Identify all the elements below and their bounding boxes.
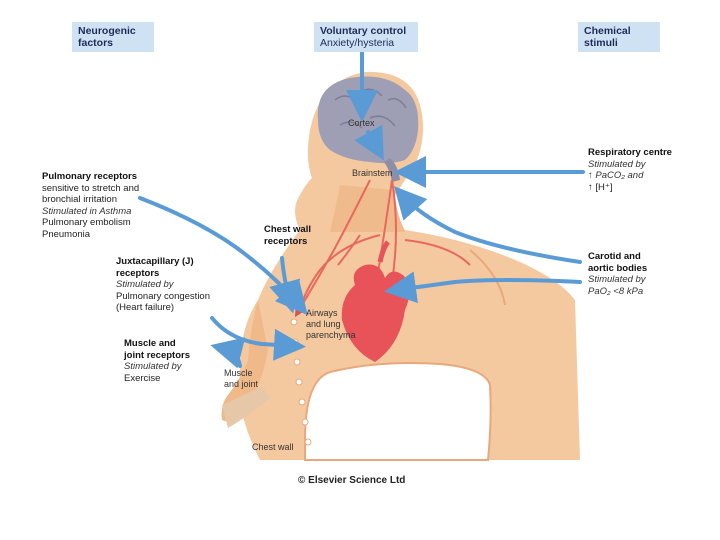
carotid-title-2: aortic bodies — [588, 262, 648, 274]
muscle-anat-line-2: and joint — [224, 379, 259, 389]
stimulus-arrows — [138, 43, 585, 369]
chemical-line-1: Chemical — [584, 25, 631, 37]
juxtacapillary-label: Juxtacapillary (J) receptors Stimulated … — [116, 256, 210, 314]
juxta-stim: Stimulated by — [116, 279, 174, 290]
carotid-upper-arrow — [393, 186, 582, 264]
copyright-notice: © Elsevier Science Ltd — [298, 475, 406, 486]
brainstem-label: Brainstem — [352, 168, 393, 178]
muscle-title-1: Muscle and — [124, 338, 176, 349]
muscle-joint-receptors-label: Muscle and joint receptors Stimulated by… — [124, 338, 190, 384]
resp-line-1: ↑ PaCO₂ and — [588, 170, 644, 181]
muscle-anat-line-1: Muscle — [224, 368, 253, 378]
airways-label: Airways and lung parenchyma — [306, 308, 356, 341]
pulmonary-stim: Stimulated in Asthma — [42, 205, 132, 217]
carotid-title-1: Carotid and — [588, 251, 641, 262]
resp-title: Respiratory centre — [588, 147, 672, 158]
neurogenic-line-1: Neurogenic — [78, 25, 136, 37]
chest-wall-line-1: Chest wall — [264, 224, 311, 235]
voluntary-line-1: Voluntary control — [320, 25, 407, 37]
pulmonary-desc-2: bronchial irritation — [42, 194, 117, 205]
pulmonary-desc-1: sensitive to stretch and — [42, 182, 140, 194]
muscle-list-1: Exercise — [124, 372, 161, 384]
carotid-aortic-label: Carotid and aortic bodies Stimulated by … — [588, 251, 647, 297]
resp-stim: Stimulated by — [588, 158, 646, 170]
chest-wall-arrow — [269, 256, 301, 314]
muscle-stim: Stimulated by — [124, 361, 182, 372]
muscle-title-2: joint receptors — [124, 349, 190, 361]
respiratory-centre-label: Respiratory centre Stimulated by ↑ PaCO₂… — [588, 147, 672, 193]
body-silhouette — [221, 71, 580, 461]
voluntary-line-2: Anxiety/hysteria — [320, 37, 395, 49]
pulmonary-list-2: Pneumonia — [42, 228, 91, 240]
cortex-label: Cortex — [348, 118, 375, 128]
juxta-list-2: (Heart failure) — [116, 302, 175, 313]
juxta-title-2: receptors — [116, 267, 160, 279]
juxta-title-1: Juxtacapillary (J) — [116, 256, 194, 267]
airways-line-3: parenchyma — [306, 330, 356, 340]
resp-line-2: ↑ [H⁺] — [588, 181, 613, 193]
airways-line-1: Airways — [306, 308, 338, 318]
chemical-header: Chemical stimuli — [578, 22, 660, 52]
cortex-brainstem-arrow — [354, 124, 384, 161]
juxta-list-1: Pulmonary congestion — [116, 290, 210, 302]
carotid-heart-arrow — [384, 271, 582, 304]
muscle-arrow — [210, 337, 246, 369]
chest-wall-anatomy-label: Chest wall — [252, 442, 294, 452]
juxta-arrow — [210, 316, 306, 361]
chemical-line-2: stimuli — [584, 37, 618, 49]
carotid-line: PaO₂ <8 kPa — [588, 285, 644, 297]
pulmonary-receptors-label: Pulmonary receptors sensitive to stretch… — [42, 171, 139, 240]
neurogenic-line-2: factors — [78, 37, 114, 49]
voluntary-header: Voluntary control Anxiety/hysteria — [314, 22, 418, 52]
airways-line-2: and lung — [306, 319, 341, 329]
pulmonary-title: Pulmonary receptors — [42, 171, 138, 182]
neurogenic-header: Neurogenic factors — [72, 22, 154, 52]
muscle-joint-anatomy-label: Muscle and joint — [224, 368, 258, 390]
chest-wall-line-2: receptors — [264, 235, 308, 247]
pulmonary-list-1: Pulmonary embolism — [42, 217, 131, 228]
chest-wall-receptors-label: Chest wall receptors — [264, 224, 311, 247]
carotid-stim: Stimulated by — [588, 274, 646, 285]
